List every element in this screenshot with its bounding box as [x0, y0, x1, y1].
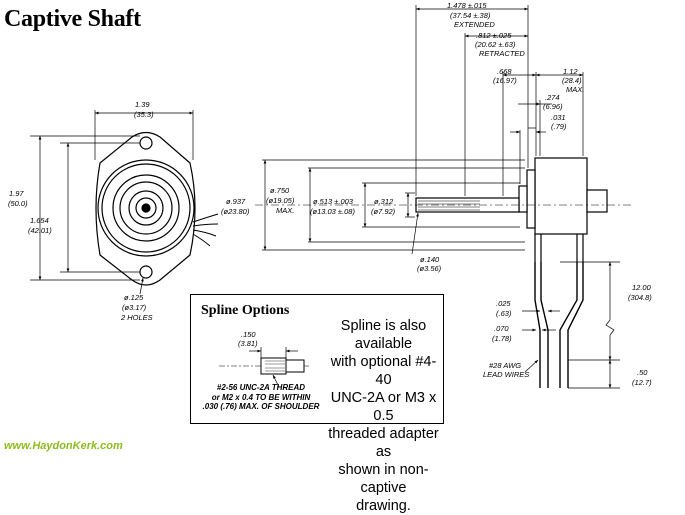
dim-031: .031 — [551, 113, 566, 122]
dim-139: 1.39 — [135, 100, 150, 109]
page-title: Captive Shaft — [4, 6, 141, 32]
dim-hole-label: 2 HOLES — [120, 313, 153, 322]
dim-050-mm: (12.7) — [632, 378, 652, 387]
description-line: drawing. — [356, 498, 411, 514]
dim-312-mm: (ø7.92) — [371, 207, 396, 216]
spline-dim-mm: (3.81) — [238, 339, 258, 348]
dim-197-mm: (50.0) — [8, 199, 28, 208]
dim-668: .668 — [497, 67, 512, 76]
dim-070: .070 — [494, 324, 509, 333]
dim-1200-mm: (304.8) — [628, 293, 652, 302]
spline-description: Spline is also available with optional #… — [326, 317, 441, 515]
dim-ret-len-mm: (20.62 ±.63) — [475, 40, 516, 49]
dim-112-mm: (28.4) — [562, 76, 582, 85]
note-line: .030 (.76) MAX. OF SHOULDER — [202, 402, 320, 411]
dim-1654: 1.654 — [30, 216, 49, 225]
description-line: Spline is also available — [340, 318, 427, 352]
dim-937-mm: (ø23.80) — [221, 207, 250, 216]
dim-awg-label: LEAD WIRES — [483, 370, 529, 379]
dim-513: ø.513 ±.003 — [313, 197, 354, 206]
front-view — [95, 131, 219, 286]
dim-050: .50 — [637, 368, 648, 377]
dim-ext-len: 1.478 ±.015 — [447, 1, 487, 10]
dim-274: .274 — [545, 93, 560, 102]
dim-1654-mm: (42.01) — [28, 226, 52, 235]
dim-139-mm: (35.3) — [134, 110, 154, 119]
description-line: with optional #4-40 — [330, 354, 437, 388]
description-line: shown in non-captive — [338, 462, 429, 496]
website-link[interactable]: www.HaydonKerk.com — [4, 440, 123, 452]
dim-112: 1.12 — [563, 67, 578, 76]
dim-1200: 12.00 — [632, 283, 652, 292]
dim-025-mm: (.63) — [496, 309, 512, 318]
dim-312: ø.312 — [374, 197, 394, 206]
dim-197: 1.97 — [9, 189, 24, 198]
dim-ret-len: .812 ±.025 — [476, 31, 512, 40]
note-line: or M2 x 0.4 TO BE WITHIN — [211, 392, 311, 402]
description-line: threaded adapter as — [328, 426, 439, 460]
spline-thread-detail: .150 (3.81) — [219, 330, 311, 388]
dim-750-mm: (ø19.05) — [266, 196, 295, 205]
spline-dim: .150 — [241, 330, 256, 339]
side-view — [415, 157, 608, 388]
spline-thread-note: #2-56 UNC-2A THREAD or M2 x 0.4 TO BE WI… — [201, 383, 321, 412]
dim-hole: ø.125 — [124, 293, 144, 302]
dim-hole-mm: (ø3.17) — [122, 303, 147, 312]
note-line: #2-56 UNC-2A THREAD — [216, 383, 306, 392]
dim-140: ø.140 — [420, 255, 440, 264]
description-line: UNC-2A or M3 x 0.5 — [330, 390, 437, 424]
dim-ext-len-mm: (37.54 ±.38) — [450, 11, 491, 20]
dim-140-mm: (ø3.56) — [417, 264, 442, 273]
dim-awg: #28 AWG — [489, 361, 521, 370]
dim-513-mm: (ø13.03 ±.08) — [310, 207, 355, 216]
dim-668-mm: (16.97) — [493, 76, 517, 85]
spline-options-title: Spline Options — [201, 303, 290, 318]
spline-options-box: Spline Options .150 (3.81) #2-56 UNC-2A … — [190, 294, 444, 514]
technical-drawing: 1.478 ±.015 (37.54 ±.38) EXTENDED .812 ±… — [8, 1, 652, 389]
dim-112-max: MAX. — [566, 85, 584, 94]
dim-ext-label: EXTENDED — [454, 20, 495, 29]
dim-ret-label: RETRACTED — [479, 49, 525, 58]
dim-937: ø.937 — [226, 197, 246, 206]
dim-031-mm: (.79) — [551, 122, 567, 131]
dim-750: ø.750 — [270, 186, 290, 195]
dim-750-max: MAX. — [276, 206, 294, 215]
dim-274-mm: (6.96) — [543, 102, 563, 111]
dim-070-mm: (1.78) — [492, 334, 512, 343]
dim-025: .025 — [496, 299, 511, 308]
